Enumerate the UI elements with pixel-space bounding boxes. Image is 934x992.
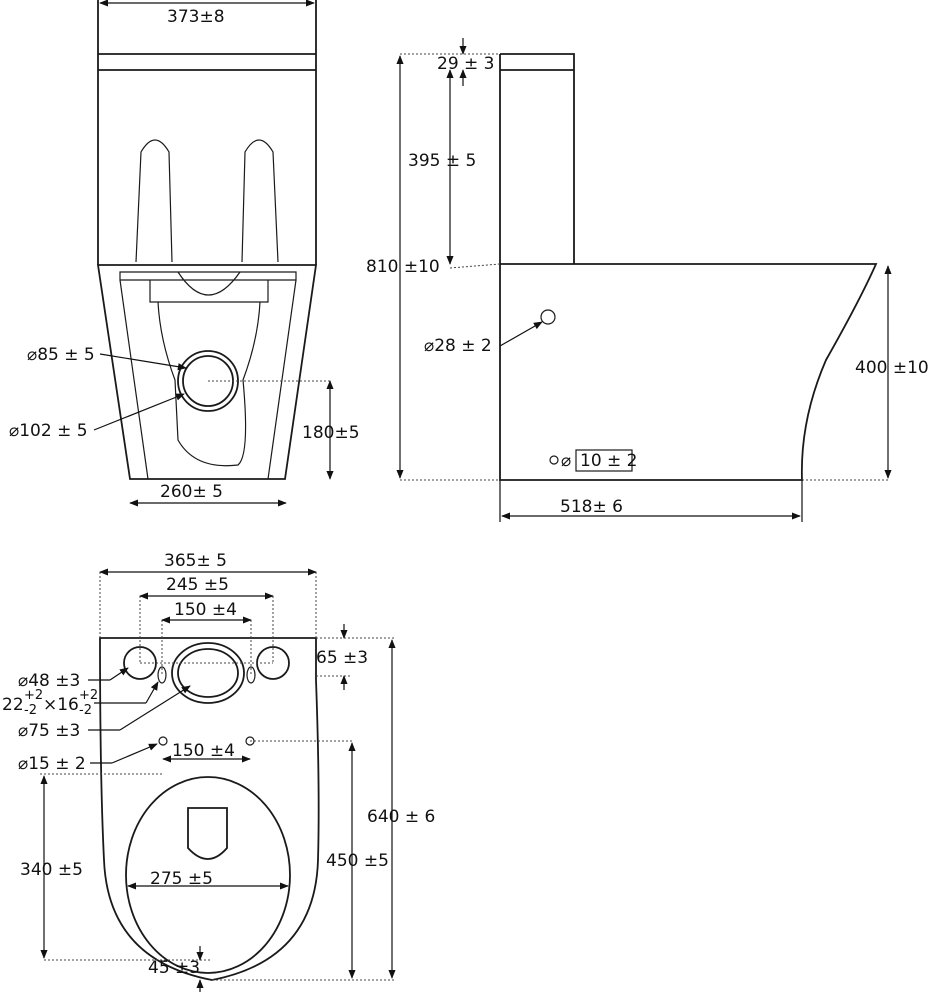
dim-slot-sub: -2 xyxy=(24,703,37,718)
dim-tank-height: 395 ± 5 xyxy=(408,69,476,265)
dim-outlet-outer: ⌀102 ± 5 xyxy=(9,393,185,441)
dim-base-width-label: 260± 5 xyxy=(160,482,223,502)
dim-button-dia-label: ⌀48 ±3 xyxy=(18,671,80,691)
dim-tank-height-label: 395 ± 5 xyxy=(408,151,476,171)
dim-tank-edge-label: 65 ±3 xyxy=(316,648,368,668)
dim-inlet-label: ⌀28 ± 2 xyxy=(424,336,492,356)
dim-front-width: 373±8 xyxy=(99,0,315,27)
top-outline xyxy=(99,637,320,981)
dim-tank-width-label: 365± 5 xyxy=(164,551,227,571)
dim-fix-hole: ⌀ 10 ± 2 xyxy=(561,449,638,472)
dim-outlet-height-label: 180±5 xyxy=(302,423,360,443)
dim-bolt-dia-label: ⌀15 ± 2 xyxy=(18,754,86,774)
dim-depth-label: 518± 6 xyxy=(560,497,623,517)
top-guides xyxy=(40,572,395,981)
dim-bolt-spacing-top: 150 ±4 xyxy=(161,600,252,624)
dim-seat-height: 400 ±10 xyxy=(855,265,929,479)
front-view: 373±8 ⌀85 ± 5 ⌀102 ± 5 180±5 260± 5 xyxy=(9,0,360,507)
dim-bolt-dia: ⌀15 ± 2 xyxy=(18,743,158,774)
dim-bolt-spacing-top-label: 150 ±4 xyxy=(174,600,237,620)
dim-bolt-spacing-bottom-label: 150 ±4 xyxy=(172,741,235,761)
dim-slot: 22 +2 -2 ×16 +2 -2 xyxy=(2,681,159,718)
dim-bowl-to-wall: 340 ±5 xyxy=(20,775,83,959)
dim-outlet-inner-label: ⌀85 ± 5 xyxy=(27,345,95,365)
dim-seat-height-label: 400 ±10 xyxy=(855,358,929,378)
dim-total-height: 810 ±10 xyxy=(366,55,440,479)
dim-lid-label: 29 ± 3 xyxy=(437,54,495,74)
dim-slot-sup: +2 xyxy=(24,688,43,703)
dim-flush-dia-label: ⌀75 ±3 xyxy=(18,721,80,741)
dim-front-width-label: 373±8 xyxy=(167,7,225,27)
dim-bowl-width-label: 275 ±5 xyxy=(150,869,213,889)
dim-rim-offset-label: 45 ±3 xyxy=(148,958,200,978)
front-tank xyxy=(97,0,317,296)
dim-fix-hole-symbol: ⌀ xyxy=(561,451,571,471)
dim-hole-to-front: 450 ±5 xyxy=(326,742,389,979)
dim-outlet-outer-label: ⌀102 ± 5 xyxy=(9,421,88,441)
dim-total-depth: 640 ± 6 xyxy=(367,639,435,979)
dim-total-height-label: 810 ±10 xyxy=(366,257,440,277)
dim-lid: 29 ± 3 xyxy=(437,38,495,86)
dim-slot-x: ×16 xyxy=(43,695,79,715)
side-guides xyxy=(400,53,890,481)
dim-slot-sub2: -2 xyxy=(79,703,92,718)
dim-bowl-to-wall-label: 340 ±5 xyxy=(20,860,83,880)
dim-button-spacing: 245 ±5 xyxy=(139,575,274,600)
dim-button-dia: ⌀48 ±3 xyxy=(18,667,129,691)
dim-base-width: 260± 5 xyxy=(129,482,287,507)
dim-slot-sup2: +2 xyxy=(79,688,98,703)
dim-total-depth-label: 640 ± 6 xyxy=(367,807,435,827)
dim-slot-main: 22 xyxy=(2,695,24,715)
dim-hole-to-front-label: 450 ±5 xyxy=(326,851,389,871)
dim-button-spacing-label: 245 ±5 xyxy=(166,575,229,595)
front-bowl xyxy=(96,264,318,480)
top-view: 365± 5 245 ±5 150 ±4 65 ±3 640 ± 6 450 ±… xyxy=(2,551,435,992)
side-outline xyxy=(499,53,878,481)
dim-tank-edge: 65 ±3 xyxy=(316,624,368,690)
dim-bowl-width: 275 ±5 xyxy=(127,869,289,890)
dim-rim-offset: 45 ±3 xyxy=(148,946,204,992)
dim-fix-hole-label: 10 ± 2 xyxy=(580,451,638,471)
dim-flush-dia: ⌀75 ±3 xyxy=(18,685,191,741)
dim-bolt-spacing-bottom: 150 ±4 xyxy=(162,741,251,763)
side-view: 29 ± 3 395 ± 5 810 ±10 ⌀28 ± 2 400 ±10 ⌀… xyxy=(366,38,929,522)
dim-tank-width: 365± 5 xyxy=(99,551,317,576)
dim-outlet-inner: ⌀85 ± 5 xyxy=(27,345,187,371)
front-outlet xyxy=(177,350,330,412)
dim-depth: 518± 6 xyxy=(499,480,803,522)
dim-inlet: ⌀28 ± 2 xyxy=(424,321,543,356)
dim-outlet-height: 180±5 xyxy=(302,380,360,480)
